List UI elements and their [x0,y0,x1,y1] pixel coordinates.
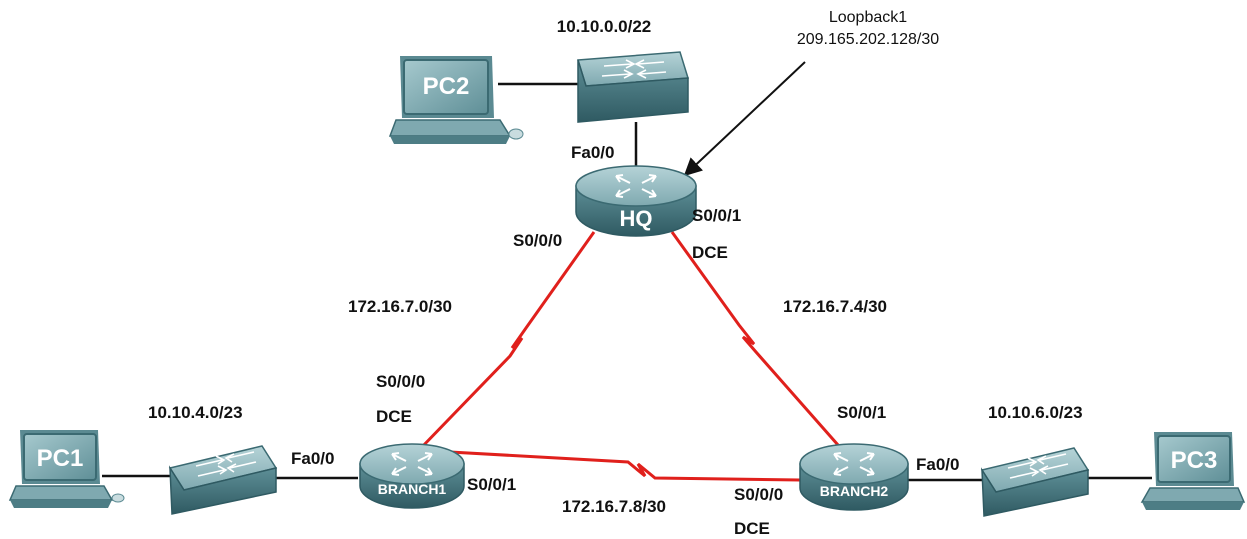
branch2-s000-label: S0/0/0 [734,485,783,504]
serial-links [418,231,840,482]
router-branch1[interactable]: BRANCH1 [359,443,465,509]
pc-label: PC2 [423,73,470,100]
loopback-name-label: Loopback1 [829,9,907,26]
pc-label: PC1 [37,445,84,472]
switch-icon [577,51,689,123]
serial-link-hq-branch1 [418,231,596,451]
branch1-s000-dce-label: DCE [376,407,412,426]
hq-fa00-label: Fa0/0 [571,143,614,162]
router-icon: BRANCH2 [799,443,909,511]
switch-left[interactable] [168,445,278,515]
computer-icon: PC1 [8,430,125,508]
subnet-label-branch1-lan: 10.10.4.0/23 [148,403,243,422]
serial-link-branch1-branch2 [449,450,801,482]
subnet-label-hq-lan: 10.10.0.0/22 [557,17,652,36]
branch2-fa00-label: Fa0/0 [916,455,959,474]
branch2-s001-label: S0/0/1 [837,403,886,422]
router-branch2[interactable]: BRANCH2 [799,443,909,511]
router-label: HQ [620,206,653,231]
pc3[interactable]: PC3 [1140,432,1246,510]
hq-s001-label: S0/0/1 [692,206,741,225]
switch-icon [168,445,278,515]
hq-s001-dce-label: DCE [692,243,728,262]
serial-link-hq-branch2 [670,231,840,446]
branch1-fa00-label: Fa0/0 [291,449,334,468]
switch-top[interactable] [577,51,689,123]
switch-icon [980,447,1090,517]
pc2[interactable]: PC2 [388,56,524,144]
subnet-label-branch2-lan: 10.10.6.0/23 [988,403,1083,422]
ethernet-links [102,82,1152,482]
switch-right[interactable] [980,447,1090,517]
router-hq[interactable]: HQ [575,165,697,237]
pc-label: PC3 [1171,447,1218,474]
router-label: BRANCH2 [820,483,889,499]
branch1-s000-label: S0/0/0 [376,372,425,391]
loopback-arrow [683,61,806,177]
pc1[interactable]: PC1 [8,430,125,508]
router-icon: BRANCH1 [359,443,465,509]
loopback-network-label: 209.165.202.128/30 [797,31,939,48]
hq-s000-label: S0/0/0 [513,231,562,250]
branch2-s000-dce-label: DCE [734,519,770,538]
router-label: BRANCH1 [378,481,447,497]
network-label-hq-branch1: 172.16.7.0/30 [348,297,452,316]
computer-icon: PC3 [1140,432,1246,510]
router-icon: HQ [575,165,697,237]
computer-icon: PC2 [388,56,524,144]
branch1-s001-label: S0/0/1 [467,475,516,494]
network-label-hq-branch2: 172.16.7.4/30 [783,297,887,316]
network-label-branch1-branch2: 172.16.7.8/30 [562,497,666,516]
